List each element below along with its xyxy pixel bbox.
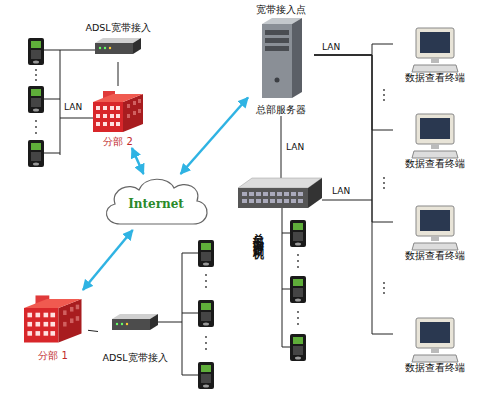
terminal-node: 数据查看终端 — [393, 316, 477, 374]
attendance-machine — [28, 38, 44, 65]
attendance-machine — [290, 276, 306, 303]
branch-building — [24, 295, 82, 342]
server-node: 宽带接入点总部服务器 — [248, 4, 314, 116]
node-label: 数据查看终端 — [383, 158, 487, 170]
branch-node: 分部 1 — [18, 290, 88, 362]
node-label: 数据查看终端 — [383, 250, 487, 262]
lan-connector — [314, 55, 393, 222]
cloud-label: Internet — [90, 198, 222, 210]
terminal-node: 数据查看终端 — [393, 112, 477, 170]
node-label: 数据查看终端 — [383, 72, 487, 84]
adsl-modem — [95, 38, 141, 54]
server-tower — [262, 18, 302, 98]
attendance-machine — [28, 86, 44, 113]
lan-connector — [314, 55, 393, 130]
terminal-computer — [412, 114, 458, 158]
modem-node: ADSL宽带接入 — [98, 308, 172, 364]
ellipsis-dots — [205, 274, 207, 350]
group-label: 总部内考勤机 — [250, 224, 265, 242]
internet-arrow — [181, 98, 248, 175]
network-switch — [238, 178, 322, 208]
attendance-machine — [290, 220, 306, 247]
terminal-node: 数据查看终端 — [393, 204, 477, 262]
internet-arrow — [132, 148, 144, 174]
modem-node: ADSL宽带接入 — [76, 22, 160, 62]
lan-label: LAN — [332, 186, 350, 196]
lan-wire — [281, 116, 372, 347]
node-label: ADSL宽带接入 — [66, 22, 170, 34]
internet-cloud: Internet — [100, 174, 212, 230]
lan-label: LAN — [322, 42, 340, 52]
node-label: 分部 1 — [8, 350, 98, 362]
terminal-computer — [412, 206, 458, 250]
node-label: 分部 2 — [76, 136, 160, 148]
branch-node: 分部 2 — [86, 86, 150, 148]
lan-label: LAN — [64, 102, 82, 112]
ellipsis-dots — [35, 69, 37, 134]
attendance-machine — [198, 300, 214, 327]
terminal-node: 数据查看终端 — [393, 26, 477, 84]
link-line — [88, 330, 98, 331]
lan-connector — [314, 55, 393, 334]
internet-arrow — [83, 230, 133, 290]
attendance-machine — [290, 334, 306, 361]
node-label: ADSL宽带接入 — [88, 352, 182, 364]
lan-wire — [44, 50, 95, 155]
lan-label: LAN — [286, 142, 304, 152]
node-label: 宽带接入点 — [238, 4, 324, 16]
terminal-computer — [412, 318, 458, 362]
adsl-modem — [112, 314, 158, 330]
node-label: 数据查看终端 — [383, 362, 487, 374]
attendance-machine — [28, 140, 44, 167]
attendance-machine — [198, 362, 214, 389]
node-label: 总部服务器 — [238, 104, 324, 116]
branch-building — [93, 91, 143, 132]
terminal-computer — [412, 28, 458, 72]
link-line — [118, 62, 119, 86]
attendance-machine — [198, 240, 214, 267]
